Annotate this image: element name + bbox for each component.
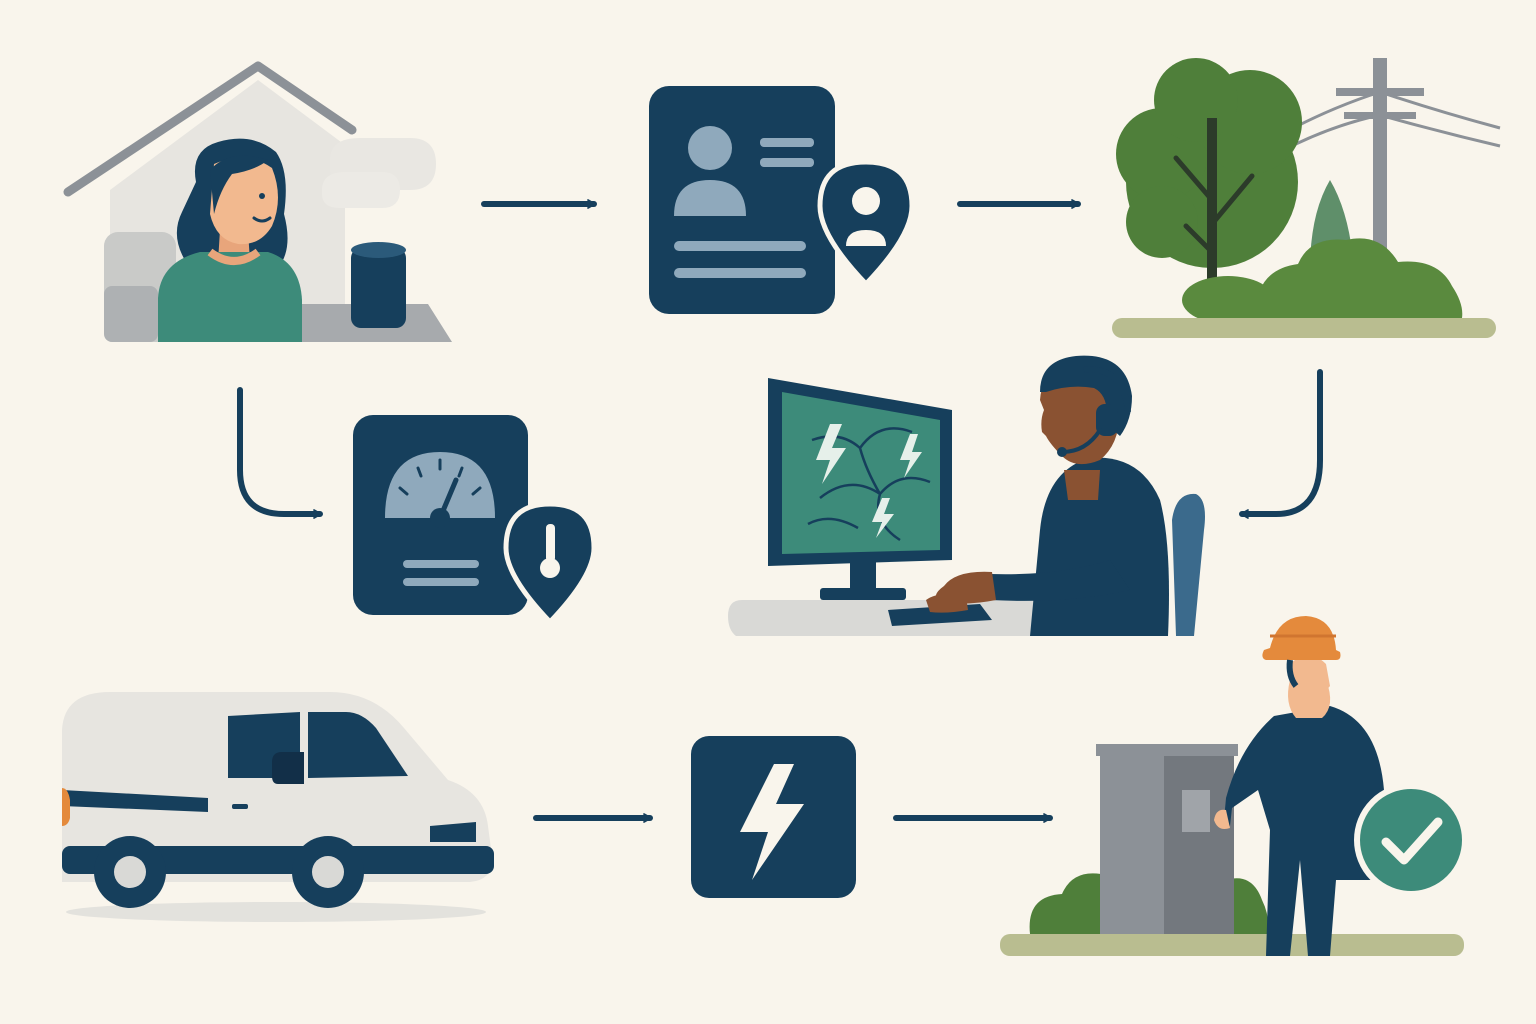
step-customer-profile bbox=[649, 86, 915, 314]
checkmark-badge-icon bbox=[1354, 783, 1468, 897]
smart-speaker-icon bbox=[351, 242, 406, 328]
arrow-down-left-icon bbox=[1239, 369, 1323, 519]
van-icon bbox=[62, 692, 494, 922]
step-service-van bbox=[62, 692, 494, 922]
arrow-down-right-icon bbox=[237, 387, 323, 519]
thermometer-pin-icon bbox=[503, 501, 597, 626]
profile-card-icon bbox=[649, 86, 835, 314]
step-control-center-operator bbox=[728, 355, 1205, 636]
bush-icon bbox=[1029, 873, 1269, 934]
operator-headset-icon bbox=[926, 355, 1205, 636]
location-pin-icon bbox=[817, 159, 915, 288]
connectors bbox=[237, 199, 1323, 823]
tree-icon bbox=[1116, 58, 1302, 320]
step-field-technician bbox=[1000, 616, 1468, 956]
bush-icon bbox=[1182, 180, 1463, 324]
lightning-bolt-icon bbox=[691, 736, 856, 898]
ground-strip bbox=[1000, 934, 1464, 956]
step-smart-meter bbox=[353, 415, 597, 626]
ground-strip bbox=[1112, 318, 1496, 338]
monitor-outage-map-icon bbox=[768, 378, 992, 626]
step-tree-near-power-line bbox=[1112, 58, 1501, 338]
step-power-restored bbox=[691, 736, 856, 898]
transformer-box-icon bbox=[1096, 744, 1238, 934]
woman-icon bbox=[158, 138, 302, 342]
step-customer-at-home bbox=[63, 61, 452, 342]
technician-icon bbox=[1214, 616, 1388, 956]
gauge-icon bbox=[353, 415, 528, 615]
